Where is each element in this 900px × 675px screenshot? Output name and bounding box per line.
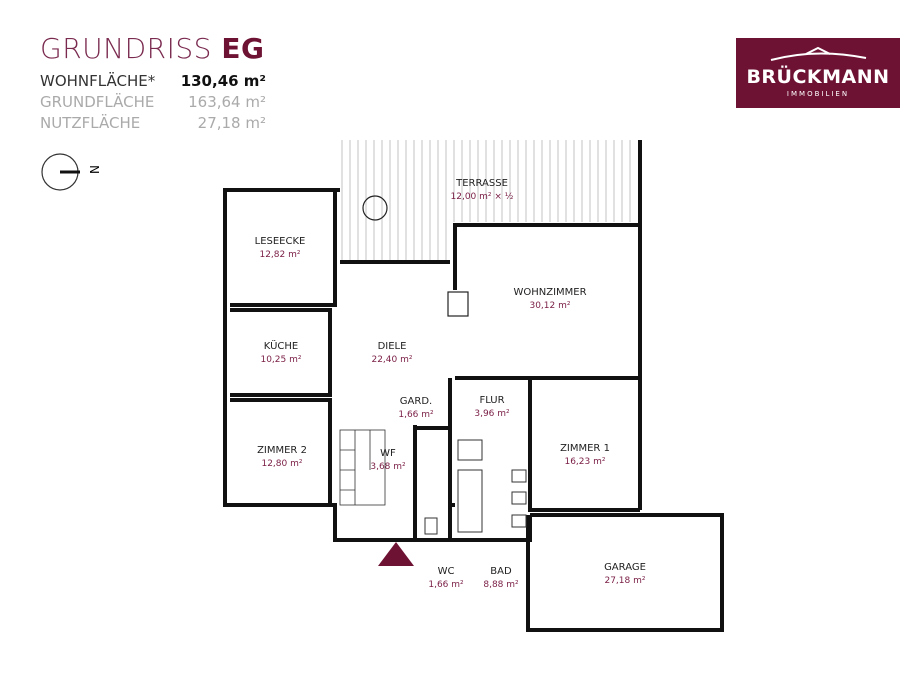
brand-logo: BRÜCKMANN IMMOBILIEN bbox=[736, 38, 900, 108]
room-küche: KÜCHE 10,25 m² bbox=[260, 339, 301, 365]
room-gard: GARD. 1,66 m² bbox=[398, 396, 434, 420]
room-leseecke: LESEECKE 12,82 m² bbox=[255, 236, 306, 260]
room-area: 30,12 m² bbox=[529, 301, 570, 311]
room-name: BAD bbox=[490, 566, 512, 577]
roof-icon bbox=[770, 46, 867, 61]
logo-name: BRÜCKMANN bbox=[746, 66, 890, 88]
room-name: ZIMMER 2 bbox=[257, 445, 307, 456]
walls bbox=[223, 140, 724, 632]
stat-value: 130,46 m² bbox=[180, 72, 266, 90]
room-area: 8,88 m² bbox=[483, 580, 519, 590]
compass-icon: N bbox=[41, 153, 102, 191]
stairs bbox=[339, 429, 386, 506]
room-terrasse: TERRASSE 12,00 m² × ½ bbox=[451, 178, 514, 202]
room-diele: DIELE 22,40 m² bbox=[371, 341, 412, 365]
plan-title: GRUNDRISS EG bbox=[40, 32, 264, 65]
room-area: 1,66 m² bbox=[428, 580, 464, 590]
room-wohnzimmer: WOHNZIMMER 30,12 m² bbox=[513, 287, 586, 311]
stat-label: WOHNFLÄCHE* bbox=[40, 72, 156, 90]
room-area: 1,66 m² bbox=[398, 410, 434, 420]
stat-label: NUTZFLÄCHE bbox=[40, 114, 141, 132]
room-wc: WC 1,66 m² bbox=[428, 566, 464, 590]
room-name: TERRASSE bbox=[455, 178, 508, 189]
room-name: FLUR bbox=[479, 395, 504, 406]
title-bold: EG bbox=[221, 32, 265, 65]
room-name: GARD. bbox=[400, 396, 432, 407]
room-name: WC bbox=[438, 566, 455, 577]
room-name: WF bbox=[380, 448, 396, 459]
room-name: ZIMMER 1 bbox=[560, 443, 610, 454]
title-light: GRUNDRISS bbox=[40, 32, 212, 65]
room-area: 12,82 m² bbox=[259, 250, 300, 260]
room-name: GARAGE bbox=[604, 562, 646, 573]
bath-fixtures bbox=[424, 439, 527, 535]
room-wf: WF 3,68 m² bbox=[370, 448, 406, 472]
room-bad: BAD 8,88 m² bbox=[483, 566, 519, 590]
room-area: 12,80 m² bbox=[261, 459, 302, 469]
room-zimmer-1: ZIMMER 1 16,23 m² bbox=[560, 443, 610, 467]
room-name: KÜCHE bbox=[264, 339, 298, 352]
stat-grundflaeche: GRUNDFLÄCHE 163,64 m² bbox=[40, 93, 266, 111]
stat-nutzflaeche: NUTZFLÄCHE 27,18 m² bbox=[40, 114, 266, 132]
stat-value: 163,64 m² bbox=[188, 93, 266, 111]
compass-label: N bbox=[88, 165, 102, 174]
room-zimmer-2: ZIMMER 2 12,80 m² bbox=[257, 445, 307, 469]
stat-value: 27,18 m² bbox=[197, 114, 266, 132]
room-flur: FLUR 3,96 m² bbox=[474, 395, 510, 419]
stat-wohnflaeche: WOHNFLÄCHE* 130,46 m² bbox=[40, 72, 266, 90]
room-name: DIELE bbox=[378, 341, 407, 352]
fireplace-icon bbox=[447, 291, 469, 317]
logo-sub: IMMOBILIEN bbox=[786, 90, 850, 98]
room-area: 10,25 m² bbox=[260, 355, 301, 365]
room-area: 3,68 m² bbox=[370, 462, 406, 472]
room-area: 12,00 m² × ½ bbox=[451, 192, 514, 202]
stat-label: GRUNDFLÄCHE bbox=[40, 93, 155, 111]
table-icon bbox=[362, 195, 388, 221]
room-area: 16,23 m² bbox=[564, 457, 605, 467]
room-area: 27,18 m² bbox=[604, 576, 645, 586]
room-name: WOHNZIMMER bbox=[513, 287, 586, 298]
room-area: 22,40 m² bbox=[371, 355, 412, 365]
room-name: LESEECKE bbox=[255, 236, 306, 247]
room-garage: GARAGE 27,18 m² bbox=[604, 562, 646, 586]
room-area: 3,96 m² bbox=[474, 409, 510, 419]
entrance-marker-icon bbox=[378, 542, 414, 566]
